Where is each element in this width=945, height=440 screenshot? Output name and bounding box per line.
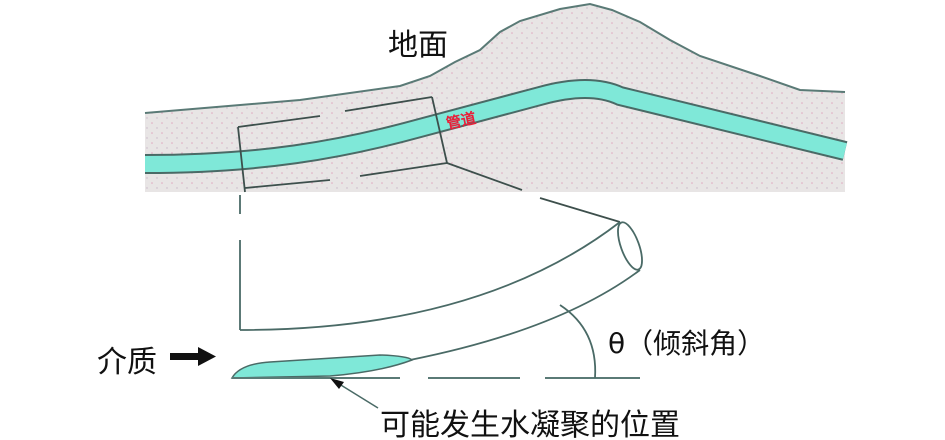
water-accumulation <box>230 354 414 379</box>
angle-arc <box>559 304 597 379</box>
inclination-angle-label: θ（倾斜角） <box>608 327 766 360</box>
magnified-pipe <box>239 195 643 361</box>
water-condensation-label: 可能发生水凝聚的位置 <box>380 408 680 440</box>
pointer-arrow-icon <box>330 378 379 409</box>
flow-arrow-icon <box>170 347 216 366</box>
ground-surface-line <box>144 2 846 114</box>
ground-label: 地面 <box>388 28 448 63</box>
zoom-box <box>237 96 621 223</box>
medium-label: 介质 <box>97 345 157 380</box>
